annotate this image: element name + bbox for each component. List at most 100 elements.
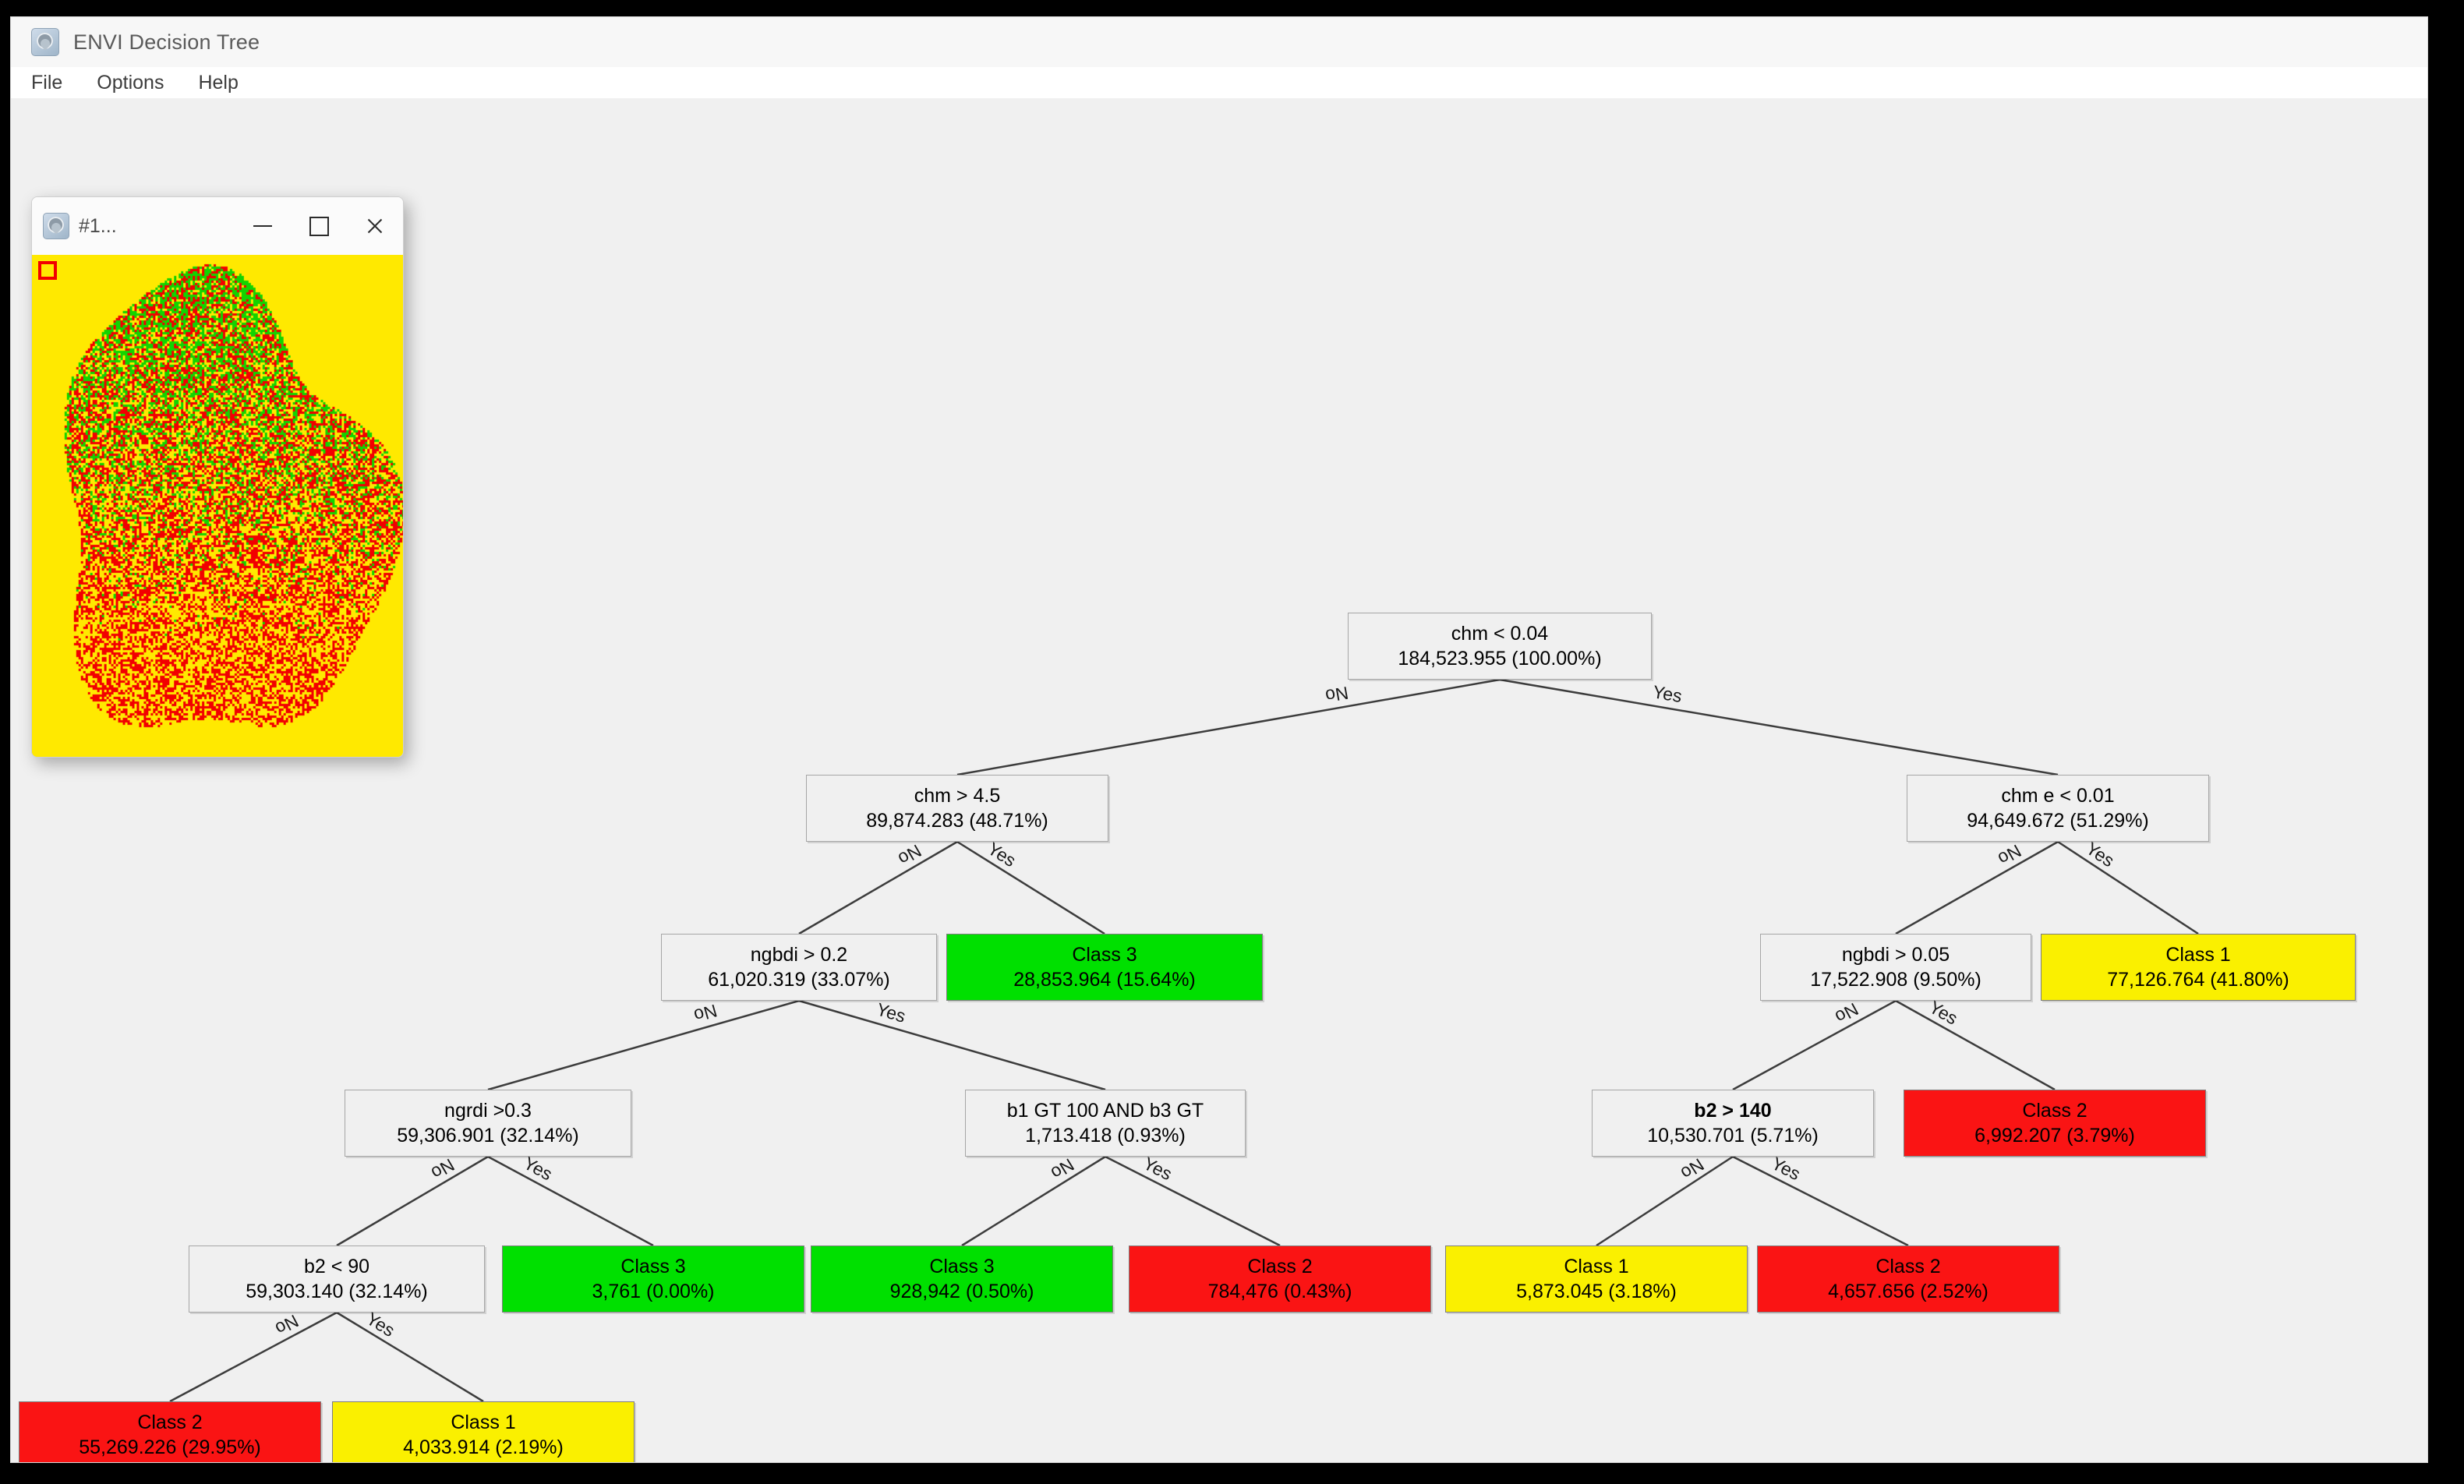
edge-label-yes: Yes	[984, 838, 1020, 871]
close-icon	[366, 217, 384, 235]
tree-class-node[interactable]: Class 3 3,761 (0.00%)	[502, 1246, 804, 1313]
tree-edge	[1732, 1155, 1909, 1247]
tree-decision-node[interactable]: ngrdi >0.3 59,306.901 (32.14%)	[345, 1090, 631, 1157]
edge-label-yes: Yes	[362, 1308, 399, 1341]
tree-edge	[1895, 840, 2059, 935]
tree-edge	[2057, 840, 2199, 935]
minimize-button[interactable]	[235, 197, 291, 255]
node-title: chm > 4.5	[914, 784, 1001, 807]
preview-window-title: #1...	[79, 214, 117, 237]
node-title: Class 3	[1072, 943, 1137, 966]
tree-class-node[interactable]: Class 1 77,126.764 (41.80%)	[2041, 934, 2356, 1001]
classified-raster	[32, 255, 403, 757]
roi-marker-icon[interactable]	[38, 261, 57, 280]
preview-window-controls	[235, 197, 403, 255]
tree-edge	[1596, 1155, 1734, 1247]
node-title: ngrdi >0.3	[444, 1099, 532, 1122]
node-stats: 77,126.764 (41.80%)	[2107, 969, 2289, 991]
tree-edge	[336, 1311, 484, 1403]
node-title: Class 2	[1247, 1255, 1313, 1277]
edge-label-yes: Yes	[1925, 996, 1962, 1029]
tree-edge	[487, 999, 800, 1091]
node-stats: 59,306.901 (32.14%)	[397, 1125, 579, 1147]
tree-edge	[336, 1155, 489, 1247]
tree-edge	[1499, 678, 2059, 776]
envi-app-icon	[31, 28, 59, 56]
menu-item-help[interactable]: Help	[198, 71, 239, 94]
tree-decision-node[interactable]: ngbdi > 0.2 61,020.319 (33.07%)	[661, 934, 937, 1001]
tree-edge	[956, 678, 1501, 776]
tree-decision-node[interactable]: ngbdi > 0.05 17,522.908 (9.50%)	[1760, 934, 2031, 1001]
tree-decision-node[interactable]: chm > 4.5 89,874.283 (48.71%)	[806, 775, 1108, 842]
edge-label-no: No	[1832, 998, 1862, 1028]
node-title: Class 1	[2165, 943, 2231, 966]
node-stats: 17,522.908 (9.50%)	[1810, 969, 1981, 991]
close-button[interactable]	[347, 197, 403, 255]
node-title: Class 2	[137, 1411, 203, 1433]
tree-class-node[interactable]: Class 2 55,269.226 (29.95%)	[19, 1401, 321, 1462]
node-stats: 3,761 (0.00%)	[592, 1281, 715, 1302]
tree-edge	[798, 840, 958, 935]
node-title: b2 < 90	[303, 1255, 370, 1277]
tree-edge	[961, 1155, 1106, 1247]
node-stats: 94,649.672 (51.29%)	[1967, 810, 2149, 832]
node-title: b1 GT 100 AND b3 GT	[1006, 1099, 1204, 1122]
node-stats: 61,020.319 (33.07%)	[708, 969, 890, 991]
preview-title-bar: #1...	[32, 197, 403, 255]
node-title: Class 1	[451, 1411, 516, 1433]
edge-label-no: No	[1047, 1154, 1078, 1185]
tree-class-node[interactable]: Class 1 4,033.914 (2.19%)	[332, 1401, 635, 1462]
node-stats: 4,033.914 (2.19%)	[403, 1436, 564, 1458]
decision-tree-canvas[interactable]: chm < 0.04 184,523.955 (100.00%) chm > 4.5…	[11, 98, 2427, 1462]
image-preview-window[interactable]: #1...	[31, 196, 404, 758]
node-stats: 89,874.283 (48.71%)	[866, 810, 1048, 832]
tree-edge	[956, 840, 1105, 935]
window-title: ENVI Decision Tree	[73, 30, 260, 54]
node-title: Class 3	[620, 1255, 686, 1277]
node-title: b2 > 140	[1694, 1099, 1772, 1122]
maximize-icon	[309, 216, 329, 236]
node-stats: 928,942 (0.50%)	[889, 1281, 1034, 1302]
tree-class-node[interactable]: Class 3 928,942 (0.50%)	[811, 1246, 1113, 1313]
node-stats: 28,853.964 (15.64%)	[1013, 969, 1196, 991]
node-stats: 55,269.226 (29.95%)	[79, 1436, 261, 1458]
node-stats: 1,713.418 (0.93%)	[1025, 1125, 1186, 1147]
node-stats: 6,992.207 (3.79%)	[1974, 1125, 2135, 1147]
node-title: ngbdi > 0.2	[750, 943, 848, 966]
edge-label-yes: Yes	[1651, 680, 1684, 706]
node-title: chm < 0.04	[1451, 622, 1549, 645]
tree-edge	[798, 999, 1106, 1091]
tree-decision-node[interactable]: chm < 0.04 184,523.955 (100.00%)	[1348, 613, 1652, 680]
edge-label-no: No	[427, 1154, 458, 1184]
node-stats: 5,873.045 (3.18%)	[1516, 1281, 1677, 1302]
tree-class-node[interactable]: Class 3 28,853.964 (15.64%)	[946, 934, 1263, 1001]
tree-edge	[1105, 1155, 1281, 1247]
menu-item-options[interactable]: Options	[97, 71, 164, 94]
title-bar: ENVI Decision Tree	[11, 17, 2427, 67]
classified-image-preview[interactable]	[32, 255, 403, 757]
node-title: Class 3	[929, 1255, 995, 1277]
node-title: ngbdi > 0.05	[1841, 943, 1950, 966]
minimize-icon	[253, 225, 272, 227]
menu-item-file[interactable]: File	[31, 71, 63, 94]
edge-label-no: No	[1324, 682, 1351, 707]
tree-edge	[487, 1155, 654, 1247]
node-stats: 4,657.656 (2.52%)	[1828, 1281, 1989, 1302]
menu-bar: File Options Help	[11, 67, 2427, 98]
edge-label-yes: Yes	[520, 1153, 556, 1185]
maximize-button[interactable]	[291, 197, 347, 255]
tree-edge	[1732, 999, 1897, 1091]
envi-decision-tree-window: ENVI Decision Tree File Options Help chm…	[11, 17, 2427, 1462]
node-stats: 184,523.955 (100.00%)	[1398, 648, 1602, 670]
tree-decision-node[interactable]: b1 GT 100 AND b3 GT 1,713.418 (0.93%)	[965, 1090, 1246, 1157]
tree-edge	[169, 1311, 338, 1403]
edge-label-no: No	[271, 1310, 302, 1340]
preview-app-icon	[43, 213, 69, 239]
